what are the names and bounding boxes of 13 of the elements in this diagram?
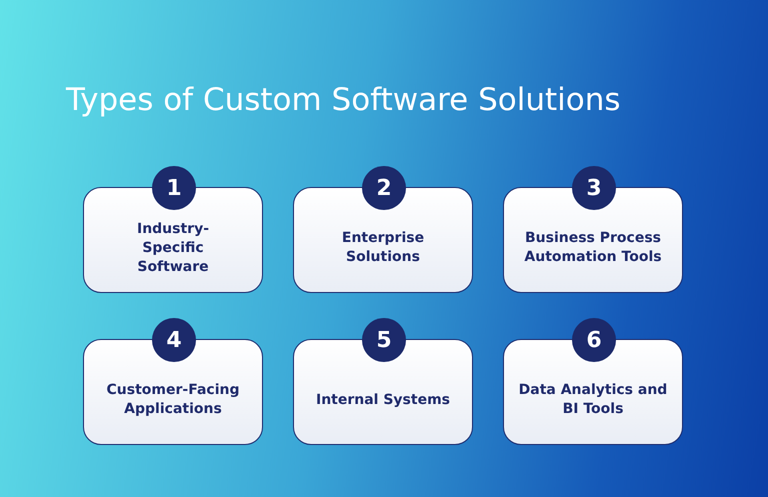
number-badge: 2 <box>362 166 406 210</box>
number-badge: 4 <box>152 318 196 362</box>
card-label: Customer-Facing Applications <box>106 381 240 419</box>
number-badge: 1 <box>152 166 196 210</box>
number-badge: 3 <box>572 166 616 210</box>
title: Types of Custom Software Solutions <box>66 82 621 118</box>
card-label: Business Process Automation Tools <box>523 229 663 267</box>
number-badge: 5 <box>362 318 406 362</box>
number-badge: 6 <box>572 318 616 362</box>
card-label: Enterprise Solutions <box>340 229 426 267</box>
card-label: Industry-Specific Software <box>136 220 210 276</box>
card-label: Internal Systems <box>316 390 450 410</box>
card-label: Data Analytics and BI Tools <box>518 381 668 419</box>
